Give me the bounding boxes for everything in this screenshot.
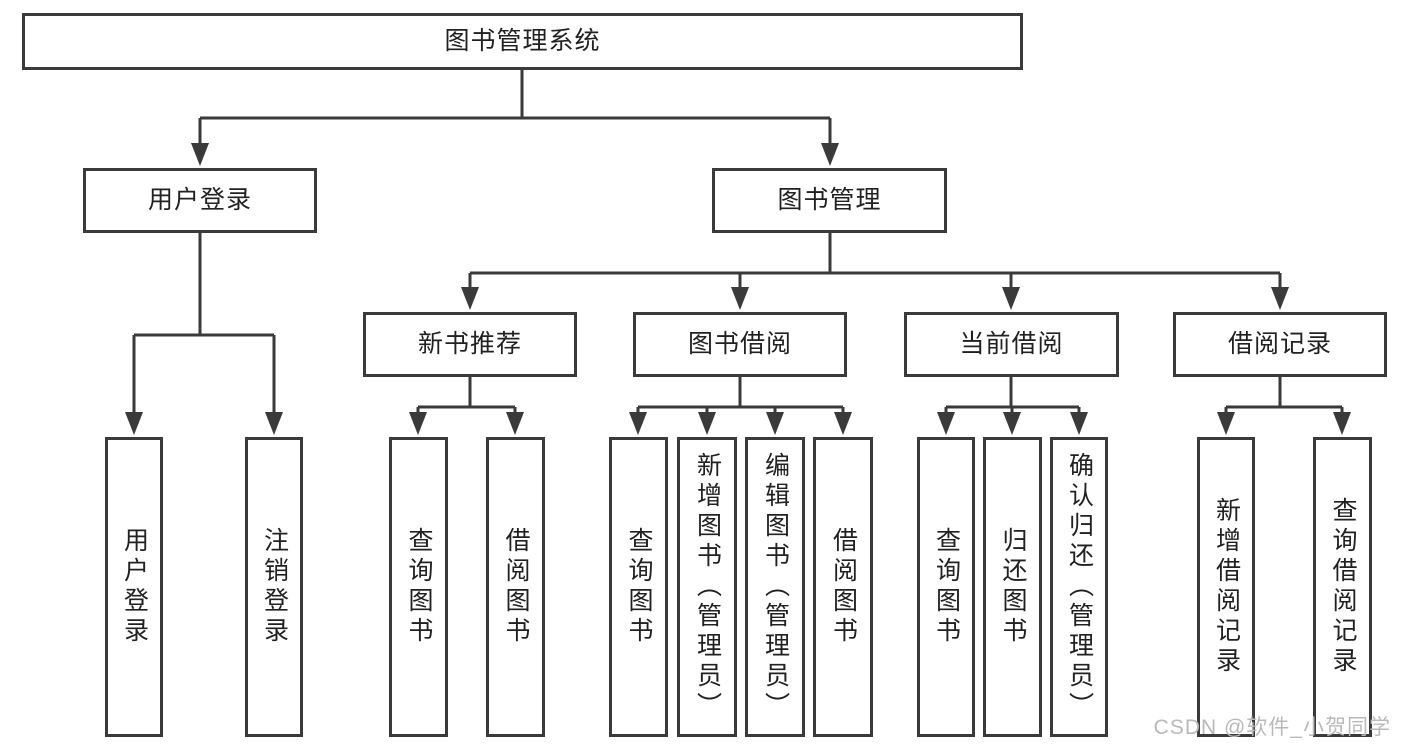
leaf-edit-book-admin-label: 编辑图书（管理员） bbox=[761, 452, 790, 722]
leaf-return-books: 归还图书 bbox=[983, 437, 1042, 737]
arrowhead bbox=[191, 143, 209, 166]
arrowhead bbox=[1003, 412, 1021, 435]
leaf-query-books-3: 查询图书 bbox=[917, 437, 975, 737]
node-borrow-records: 借阅记录 bbox=[1173, 312, 1387, 377]
arrowhead bbox=[937, 412, 955, 435]
leaf-borrow-books-1-label: 借阅图书 bbox=[502, 527, 530, 647]
node-user-login: 用户登录 bbox=[83, 168, 317, 233]
leaf-query-borrow-record: 查询借阅记录 bbox=[1313, 437, 1372, 737]
node-borrow-records-label: 借阅记录 bbox=[1227, 330, 1332, 358]
leaf-query-books-1-label: 查询图书 bbox=[405, 527, 433, 647]
edge-borrow-records-children bbox=[1217, 377, 1351, 435]
node-book-borrow: 图书借阅 bbox=[633, 312, 847, 377]
edge-current-borrow-children bbox=[937, 377, 1088, 435]
leaf-user-login: 用户登录 bbox=[105, 437, 163, 737]
leaf-user-login-label: 用户登录 bbox=[120, 527, 149, 647]
node-book-borrow-label: 图书借阅 bbox=[687, 330, 792, 358]
leaf-query-books-3-label: 查询图书 bbox=[932, 527, 961, 647]
arrowhead bbox=[1070, 412, 1088, 435]
arrowhead bbox=[766, 412, 784, 435]
edge-book-borrow-children bbox=[629, 377, 852, 435]
leaf-logout: 注销登录 bbox=[245, 437, 303, 737]
arrowhead bbox=[265, 412, 283, 435]
arrowhead bbox=[629, 412, 647, 435]
arrowhead bbox=[698, 412, 716, 435]
node-current-borrow: 当前借阅 bbox=[904, 312, 1119, 377]
leaf-borrow-books-2-label: 借阅图书 bbox=[829, 527, 858, 647]
leaf-add-borrow-record-label: 新增借阅记录 bbox=[1212, 497, 1241, 677]
leaf-add-book-admin: 新增图书（管理员） bbox=[677, 437, 737, 737]
node-book-management-label: 图书管理 bbox=[777, 186, 882, 214]
node-root: 图书管理系统 bbox=[22, 13, 1023, 70]
edge-user-login-children bbox=[125, 233, 283, 435]
leaf-return-books-label: 归还图书 bbox=[999, 527, 1027, 647]
leaf-query-borrow-record-label: 查询借阅记录 bbox=[1329, 497, 1357, 677]
leaf-add-borrow-record: 新增借阅记录 bbox=[1197, 437, 1255, 737]
leaf-confirm-return-admin-label: 确认归还（管理员） bbox=[1065, 452, 1094, 722]
arrowhead bbox=[821, 143, 839, 166]
arrowhead bbox=[125, 412, 143, 435]
arrowhead bbox=[1217, 412, 1235, 435]
node-book-management: 图书管理 bbox=[712, 168, 947, 233]
edge-new-book-children bbox=[409, 377, 524, 435]
node-root-label: 图书管理系统 bbox=[444, 27, 601, 55]
arrowhead bbox=[1333, 412, 1351, 435]
edge-root-to-level2 bbox=[191, 70, 839, 166]
arrowhead bbox=[1002, 287, 1020, 310]
node-user-login-label: 用户登录 bbox=[147, 186, 252, 214]
leaf-borrow-books-2: 借阅图书 bbox=[813, 437, 873, 737]
leaf-add-book-admin-label: 新增图书（管理员） bbox=[693, 452, 722, 722]
leaf-logout-label: 注销登录 bbox=[260, 527, 289, 647]
arrowhead bbox=[1271, 287, 1289, 310]
node-new-book-recommend: 新书推荐 bbox=[363, 312, 577, 377]
csdn-watermark: CSDN @软件_小贺同学 bbox=[1153, 716, 1391, 739]
leaf-borrow-books-1: 借阅图书 bbox=[486, 437, 545, 737]
node-current-borrow-label: 当前借阅 bbox=[959, 330, 1064, 358]
arrowhead bbox=[834, 412, 852, 435]
arrowhead bbox=[731, 287, 749, 310]
leaf-edit-book-admin: 编辑图书（管理员） bbox=[745, 437, 805, 737]
leaf-query-books-1: 查询图书 bbox=[389, 437, 448, 737]
arrowhead bbox=[409, 412, 427, 435]
node-new-book-recommend-label: 新书推荐 bbox=[417, 330, 522, 358]
edge-book-mgmt-children bbox=[461, 233, 1289, 310]
leaf-confirm-return-admin: 确认归还（管理员） bbox=[1050, 437, 1108, 737]
arrowhead bbox=[506, 412, 524, 435]
leaf-query-books-2-label: 查询图书 bbox=[625, 527, 653, 647]
arrowhead bbox=[461, 287, 479, 310]
leaf-query-books-2: 查询图书 bbox=[609, 437, 668, 737]
